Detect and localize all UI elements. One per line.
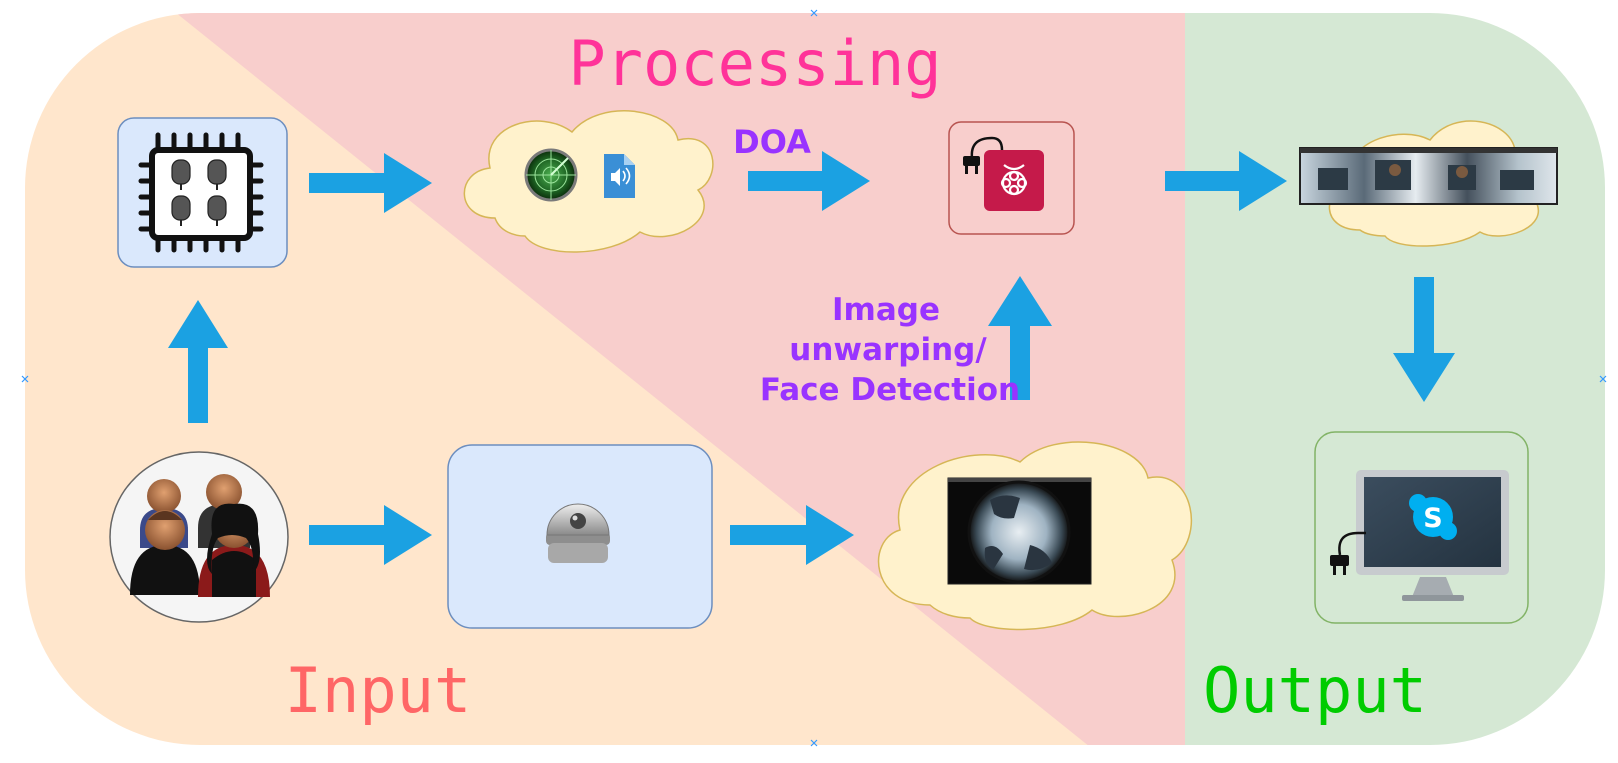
fisheye-cloud-node xyxy=(877,441,1193,631)
arrow-people-to-chip xyxy=(168,300,228,423)
audio-file-icon xyxy=(604,154,635,198)
flow-arrows xyxy=(168,151,1455,565)
people-node xyxy=(109,451,289,623)
arrow-audio-cloud-to-pi xyxy=(748,151,870,211)
arrow-camera-to-fisheye xyxy=(730,505,854,565)
power-plug-icon xyxy=(963,136,1004,174)
panorama-cloud-node xyxy=(1299,120,1558,247)
monitor-node: S xyxy=(1314,431,1529,624)
raspberry-pi-icon xyxy=(963,136,1044,211)
arrow-pi-to-panorama xyxy=(1165,151,1287,211)
dome-camera-node xyxy=(447,444,713,629)
output-zone-label: Output xyxy=(1203,654,1427,727)
panoramic-image-icon xyxy=(1299,147,1558,205)
audio-cloud-node xyxy=(463,110,714,253)
people-group-icon xyxy=(130,474,270,597)
dome-camera-icon xyxy=(546,503,610,563)
svg-text:S: S xyxy=(1423,503,1442,534)
arrow-panorama-to-monitor xyxy=(1393,277,1455,402)
input-zone-label: Input xyxy=(285,654,472,727)
radar-icon xyxy=(524,148,578,202)
image-step-label-line3: Face Detection xyxy=(760,372,1020,408)
doa-label: DOA xyxy=(733,123,811,161)
raspberry-pi-node xyxy=(948,121,1075,235)
skype-logo-icon: S xyxy=(1409,494,1457,540)
arrow-chip-to-audio-cloud xyxy=(309,153,432,213)
arrow-fisheye-to-pi xyxy=(988,276,1052,400)
image-step-label-line1: Image xyxy=(832,292,940,328)
fisheye-image-icon xyxy=(947,477,1092,585)
power-plug-icon xyxy=(1330,531,1366,575)
processing-zone-label: Processing xyxy=(568,27,941,100)
image-step-label-line2: unwarping/ xyxy=(789,332,987,368)
output-zone xyxy=(1185,13,1605,745)
microphone-array-chip-icon xyxy=(138,132,264,253)
selection-markers xyxy=(21,9,1607,747)
arrow-people-to-camera xyxy=(309,505,432,565)
mic-array-chip-node xyxy=(117,117,288,268)
skype-monitor-icon: S xyxy=(1330,470,1509,601)
